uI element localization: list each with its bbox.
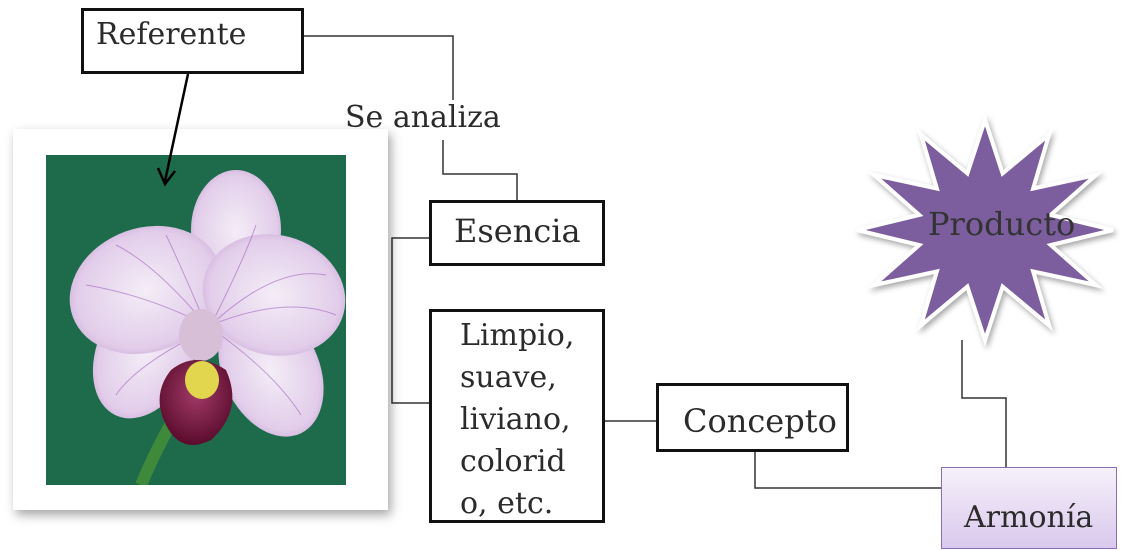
description-line: colorid [460, 444, 566, 479]
description-line: suave, [460, 360, 557, 395]
referente-box: Referente [81, 8, 304, 74]
concepto-box: Concepto [656, 383, 849, 452]
referente-label: Referente [96, 17, 247, 52]
orchid-photo-frame [13, 129, 388, 510]
armonia-label: Armonía [964, 500, 1094, 535]
connector-referente-analiza [304, 35, 454, 100]
connector-concepto-armonia [754, 452, 941, 489]
esencia-box: Esencia [429, 200, 605, 266]
connector-esencia-description [391, 237, 429, 404]
description-line: o, etc. [460, 486, 554, 521]
description-box: Limpio, suave, liviano, colorid o, etc. [429, 309, 605, 523]
orchid-flower-illustration [69, 170, 346, 488]
armonia-box: Armonía [941, 467, 1117, 549]
description-line: Limpio, [460, 318, 575, 353]
connector-analiza-esencia [442, 140, 518, 200]
connector-producto-armonia [961, 340, 1007, 467]
esencia-label: Esencia [454, 212, 581, 250]
producto-label: Producto [928, 205, 1076, 243]
se-analiza-label: Se analiza [345, 100, 501, 135]
description-line: liviano, [460, 402, 571, 437]
concepto-label: Concepto [683, 402, 837, 440]
orchid-photo [46, 155, 346, 488]
